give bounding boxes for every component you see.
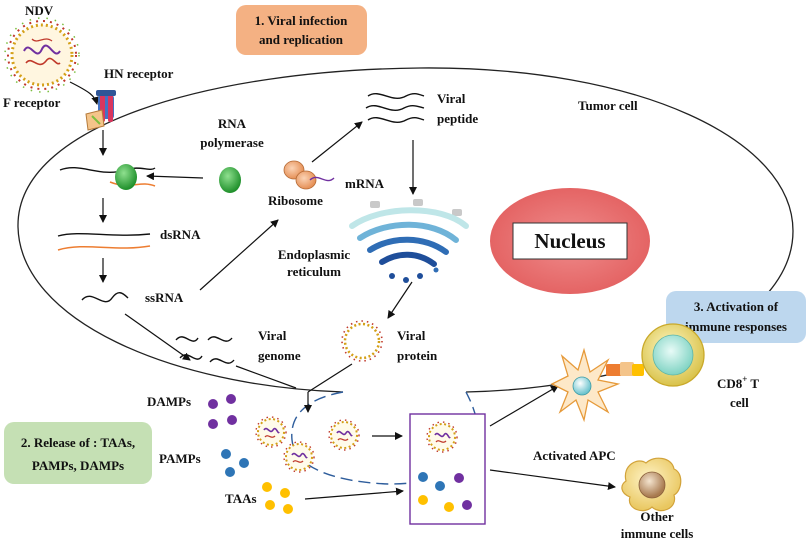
ssrna-icon: [81, 292, 129, 303]
step1-box: 1. Viral infection and replication: [236, 5, 367, 55]
dsrna-icon: [57, 232, 151, 251]
pamps-label: PAMPs: [159, 451, 201, 466]
progeny-virion-1: [255, 416, 287, 448]
other-immune-label-2: immune cells: [621, 526, 694, 541]
step3-line1: 3. Activation of: [694, 299, 779, 314]
step3-line2: immune responses: [685, 319, 787, 334]
pamps-dots: [221, 449, 249, 477]
genome-polymerase-complex: [59, 164, 156, 190]
other-immune-cell-icon: [621, 457, 682, 512]
ribosome-icon: [283, 160, 317, 190]
step1-line1: 1. Viral infection: [255, 13, 349, 28]
arrow-ssrna-to-genome: [124, 313, 191, 361]
ssrna-label: ssRNA: [145, 290, 184, 305]
viral-protein-label-1: Viral: [397, 328, 426, 343]
ndv-virion: [4, 17, 80, 93]
arrow-ribosome-to-peptide: [311, 121, 363, 163]
released-pamp-1: [418, 472, 428, 482]
viral-genome-label-2: genome: [258, 348, 301, 363]
rna-polymerase-label-1: RNA: [218, 116, 247, 131]
ndv-label: NDV: [25, 3, 54, 18]
other-immune-label-1: Other: [640, 509, 673, 524]
taas-label: TAAs: [225, 491, 257, 506]
arrow-box-to-other-cells: [489, 469, 616, 491]
f-receptor-label: F receptor: [3, 95, 61, 110]
f-receptor-icon: [85, 109, 105, 131]
endoplasmic-reticulum-icon: [349, 199, 469, 283]
released-taa-2: [444, 502, 454, 512]
taas-dots: [262, 482, 293, 514]
er-label-2: reticulum: [287, 264, 341, 279]
dsrna-label: dsRNA: [160, 227, 201, 242]
mrna-label: mRNA: [345, 176, 385, 191]
tumor-cell-label: Tumor cell: [578, 98, 638, 113]
er-label-1: Endoplasmic: [278, 247, 350, 262]
line-genome-assembly: [235, 365, 297, 389]
ribosome-label: Ribosome: [268, 193, 323, 208]
cd8-t-text: T: [747, 376, 759, 391]
viral-protein-virion: [341, 320, 383, 362]
damps-dots: [208, 394, 237, 429]
cd8-label-1: CD8+ T: [717, 374, 759, 391]
step2-line2: PAMPs, DAMPs: [32, 458, 124, 473]
arrow-ssrna-to-ribosome: [199, 219, 279, 291]
rna-polymerase-label-2: polymerase: [200, 135, 264, 150]
rna-polymerase-icon: [219, 167, 241, 193]
hn-receptor-label: HN receptor: [104, 66, 174, 81]
step2-box: 2. Release of : TAAs, PAMPs, DAMPs: [4, 422, 152, 484]
viral-peptide-label-1: Viral: [437, 91, 466, 106]
viral-peptide-icon: [365, 93, 425, 123]
cd8-text: CD8: [717, 376, 743, 391]
cd8-sup: +: [742, 374, 747, 384]
activated-apc-label: Activated APC: [533, 448, 616, 463]
arrow-polymerase-to-complex: [146, 172, 204, 181]
viral-genome-label-1: Viral: [258, 328, 287, 343]
damps-label: DAMPs: [147, 394, 191, 409]
progeny-virion-3: [328, 419, 360, 451]
released-damp-2: [462, 500, 472, 510]
released-pamp-2: [435, 481, 445, 491]
line-protein-assembly: [307, 363, 353, 393]
nucleus-label: Nucleus: [534, 229, 605, 253]
mrna-strand: [309, 176, 335, 182]
step2-line1: 2. Release of : TAAs,: [21, 435, 135, 450]
viral-genome-icon: [175, 336, 235, 364]
viral-peptide-label-2: peptide: [437, 111, 478, 126]
arrow-taas-to-box: [304, 487, 404, 500]
arrow-er-to-protein: [387, 281, 413, 319]
cd8-label-2: cell: [730, 395, 749, 410]
step3-box: 3. Activation of immune responses: [666, 291, 806, 343]
step1-line2: and replication: [259, 32, 344, 47]
arrow-box-to-apc: [489, 385, 559, 427]
released-taa-1: [418, 495, 428, 505]
released-damp-1: [454, 473, 464, 483]
activated-apc-icon: [550, 347, 621, 423]
arrow-ndv-to-receptor: [69, 81, 100, 105]
tcr-mhc-connection-icon: [606, 362, 644, 376]
progeny-virion-2: [283, 441, 315, 473]
viral-protein-label-2: protein: [397, 348, 438, 363]
cd8-t-cell-icon: [641, 323, 705, 387]
